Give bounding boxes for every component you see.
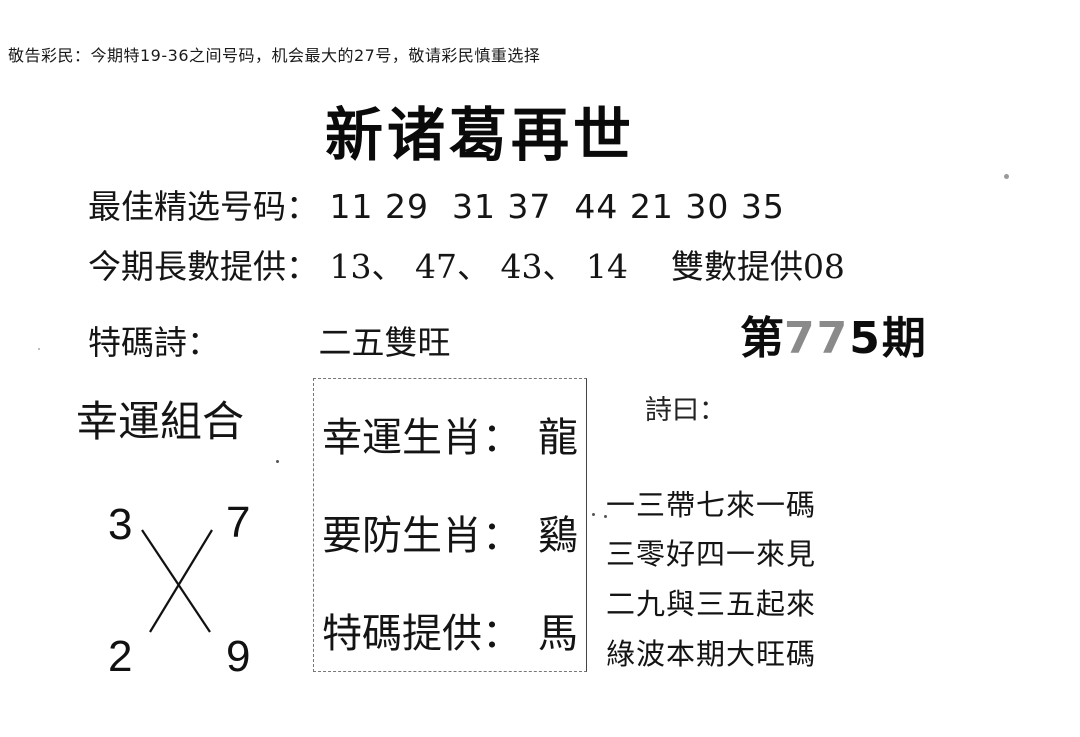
poem-line-1: 一三帶七來一碼: [606, 488, 817, 522]
avoid-zodiac-value: 鷄: [538, 513, 578, 559]
special-code-line: 特碼提供： 馬: [322, 601, 578, 659]
issue-prefix: 第: [740, 313, 784, 364]
poem-line-2: 三零好四一來見: [606, 537, 817, 571]
issue-number: 第775期: [740, 302, 926, 366]
issue-number-faded-digits: 77: [784, 313, 850, 364]
zodiac-box: 幸運生肖： 龍 要防生肖： 鷄 特碼提供： 馬: [313, 378, 587, 672]
double-numbers-label: 雙數提供: [670, 247, 803, 286]
best-picks-row: 最佳精选号码： 11 29 31 37 44 21 30 35: [88, 180, 785, 228]
notice-text: 敬告彩民：今期特19-36之间号码，机会最大的27号，敬请彩民慎重选择: [8, 46, 541, 65]
combo-digit-bottom-right: 9: [226, 632, 251, 681]
issue-suffix: 期: [881, 313, 926, 364]
long-numbers-values: 13、 47、 43、 14: [329, 247, 628, 286]
cross-lines-icon: [141, 529, 213, 633]
scan-speck: [592, 513, 595, 516]
long-numbers-row: 今期長數提供： 13、 47、 43、 14 雙數提供08: [88, 240, 845, 288]
best-picks-label: 最佳精选号码：: [88, 187, 319, 226]
avoid-zodiac-label: 要防生肖：: [322, 513, 522, 559]
poem-title: 詩曰：: [645, 395, 726, 426]
long-numbers-label: 今期長數提供：: [88, 247, 319, 286]
lucky-zodiac-line: 幸運生肖： 龍: [322, 405, 578, 463]
scan-speck: [38, 348, 40, 350]
combo-digit-top-right: 7: [226, 498, 251, 547]
best-picks-numbers: 11 29 31 37 44 21 30 35: [329, 187, 785, 226]
special-poem-row: 特碼詩： 二五雙旺: [88, 316, 451, 364]
scan-speck: [276, 460, 279, 463]
combo-digit-bottom-left: 2: [108, 632, 133, 681]
double-numbers-value: 08: [802, 247, 845, 286]
combo-digit-top-left: 3: [108, 500, 133, 549]
scan-speck: [604, 515, 607, 518]
page-title: 新诸葛再世: [325, 101, 636, 169]
avoid-zodiac-line: 要防生肖： 鷄: [322, 503, 578, 561]
special-poem-value: 二五雙旺: [318, 323, 451, 362]
poem-line-4: 綠波本期大旺碼: [606, 637, 817, 671]
special-code-value: 馬: [538, 611, 578, 657]
lucky-zodiac-value: 龍: [538, 415, 578, 461]
issue-number-last-digit: 5: [849, 313, 882, 364]
special-code-label: 特碼提供：: [322, 611, 522, 657]
poem-line-3: 二九與三五起來: [606, 587, 817, 621]
lucky-zodiac-label: 幸運生肖：: [322, 415, 522, 461]
scan-speck: [1004, 174, 1009, 179]
special-poem-label: 特碼詩：: [88, 323, 220, 362]
lucky-combo-label: 幸運組合: [76, 397, 245, 446]
